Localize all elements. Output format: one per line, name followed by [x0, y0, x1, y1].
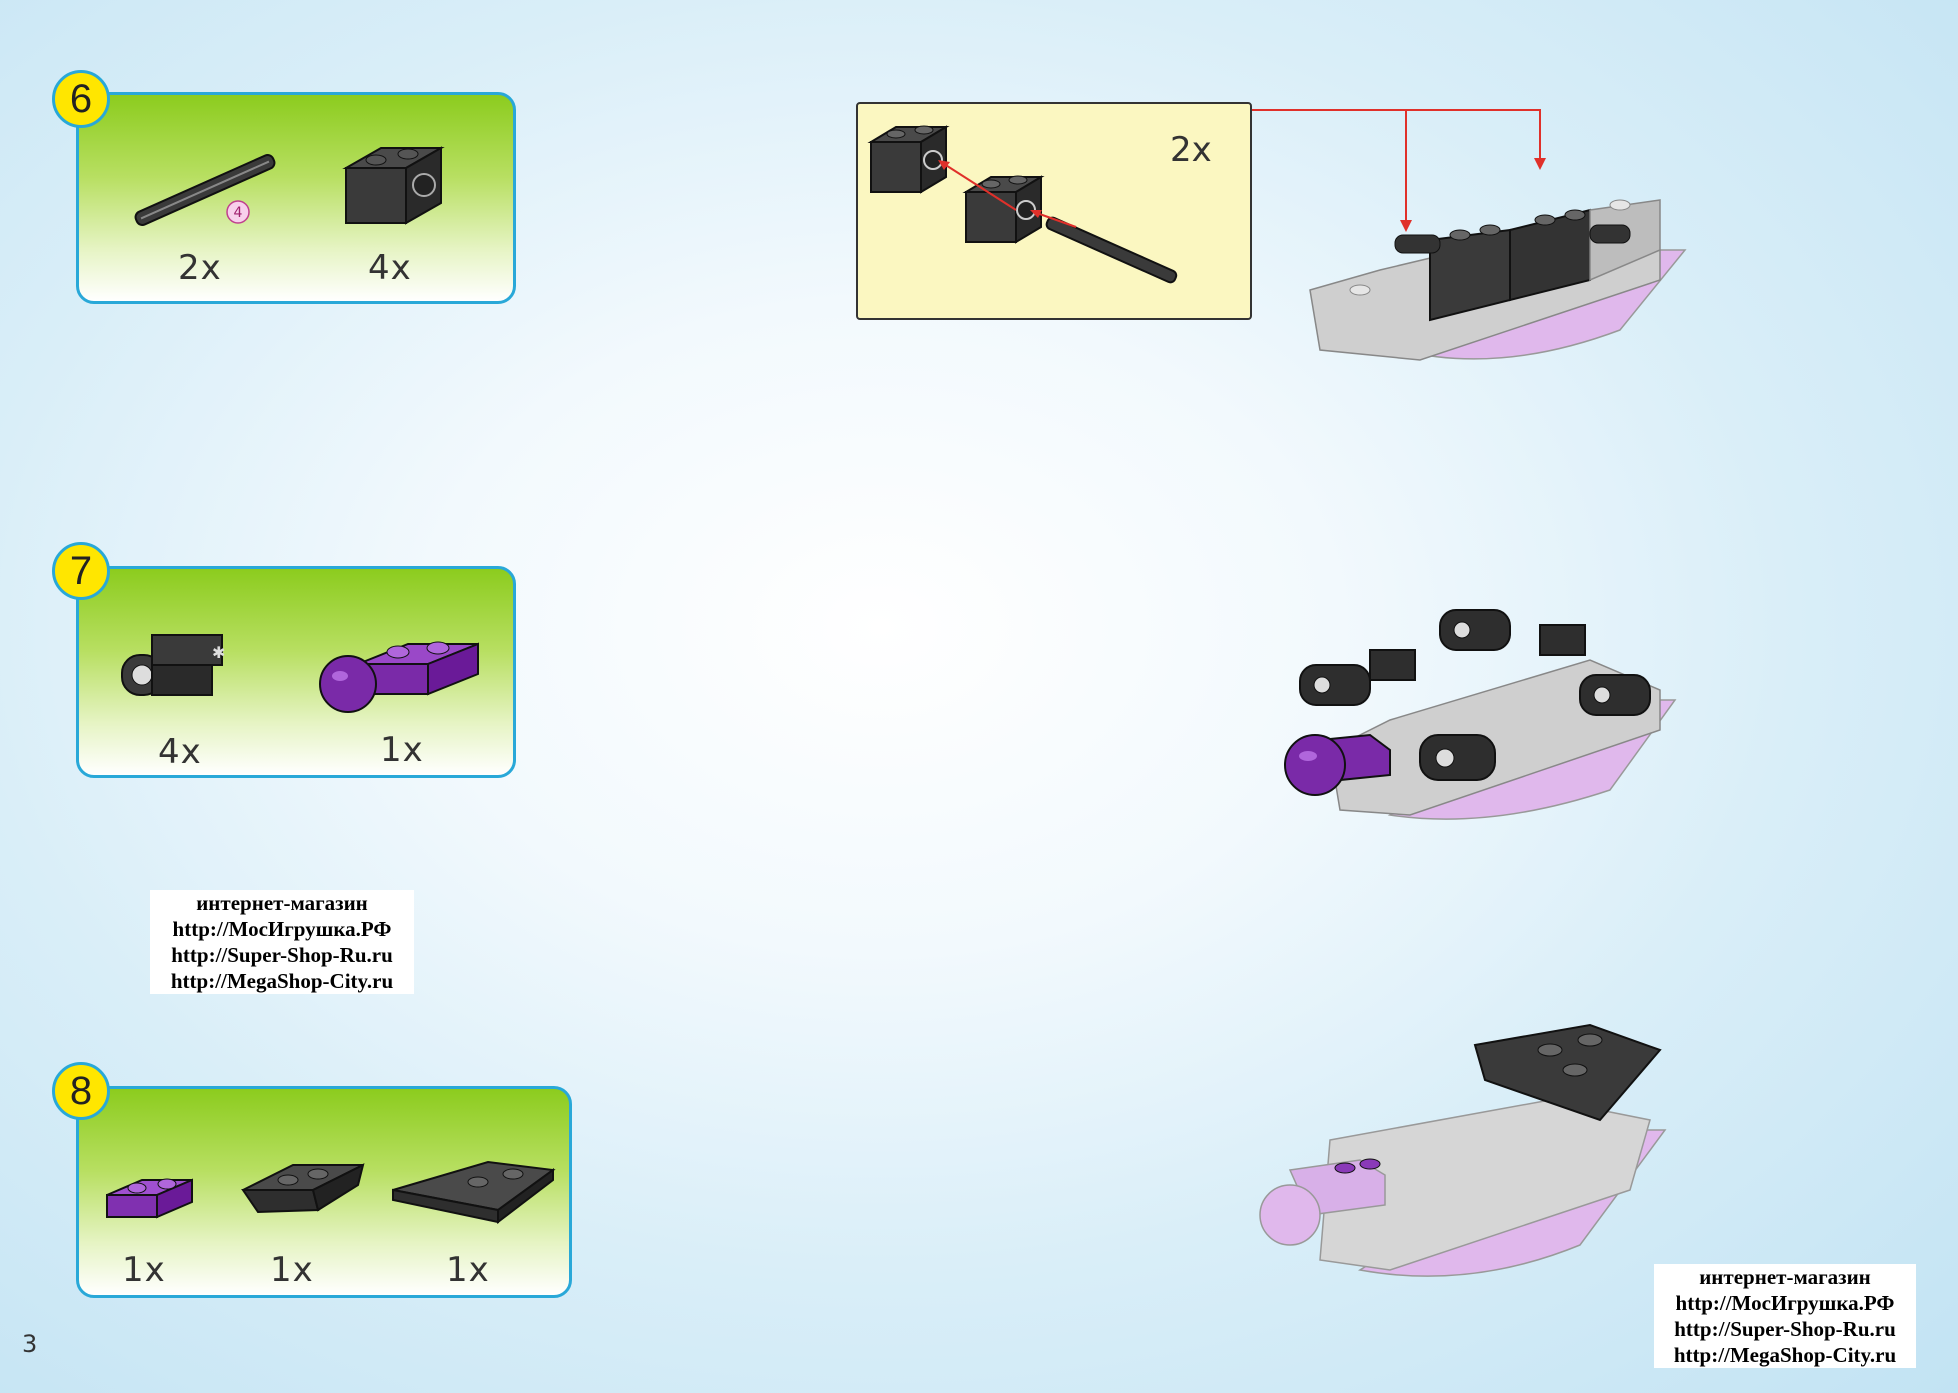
technic-brick-part-icon [342, 146, 445, 225]
step-7-connector-qty: 4x [158, 732, 202, 772]
shop-info-left: интернет-магазин http://МосИгрушка.РФ ht… [150, 890, 414, 994]
step-8-wedge-plate-qty: 1x [446, 1250, 490, 1290]
step-6-badge: 6 [52, 70, 110, 128]
ball-plate-part-icon [319, 641, 479, 713]
page-number: 3 [22, 1330, 38, 1358]
shop-heading: интернет-магазин [196, 891, 368, 915]
shop-heading: интернет-магазин [1699, 1265, 1871, 1289]
svg-text:✱: ✱ [212, 643, 225, 662]
model-step-6 [1309, 199, 1687, 361]
black-plate-part-icon [241, 1163, 365, 1214]
step-7-ballplate-qty: 1x [380, 730, 424, 770]
step-6-brick-qty: 4x [368, 248, 412, 288]
subassembly-diagram [867, 125, 1178, 284]
step-8-black-plate-qty: 1x [270, 1250, 314, 1290]
step-6-parts-box [76, 92, 516, 304]
shop-info-right: интернет-магазин http://МосИгрушка.РФ ht… [1654, 1264, 1916, 1368]
model-step-8 [1259, 1023, 1667, 1277]
placement-arrows [1252, 109, 1546, 232]
technic-connector-part-icon: ✱ [121, 634, 225, 696]
step-6-axle-qty: 2x [178, 248, 222, 288]
shop-link[interactable]: http://МосИгрушка.РФ [1675, 1291, 1895, 1315]
shop-link[interactable]: http://Super-Shop-Ru.ru [171, 943, 393, 967]
axle-part-icon [134, 154, 276, 226]
shop-link[interactable]: http://MegaShop-City.ru [170, 969, 394, 993]
shop-link[interactable]: http://Super-Shop-Ru.ru [1674, 1317, 1896, 1341]
step-7-badge: 7 [52, 542, 110, 600]
shop-link[interactable]: http://МосИгрушка.РФ [172, 917, 392, 941]
axle-length-label: 4 [226, 200, 250, 224]
wedge-plate-part-icon [392, 1160, 556, 1225]
model-step-7 [1284, 609, 1677, 820]
subassembly-qty: 2x [1170, 130, 1212, 170]
purple-plate-part-icon [106, 1178, 193, 1219]
shop-link[interactable]: http://MegaShop-City.ru [1673, 1343, 1897, 1367]
svg-text:4: 4 [234, 205, 243, 221]
step-8-badge: 8 [52, 1062, 110, 1120]
step-8-purple-plate-qty: 1x [122, 1250, 166, 1290]
